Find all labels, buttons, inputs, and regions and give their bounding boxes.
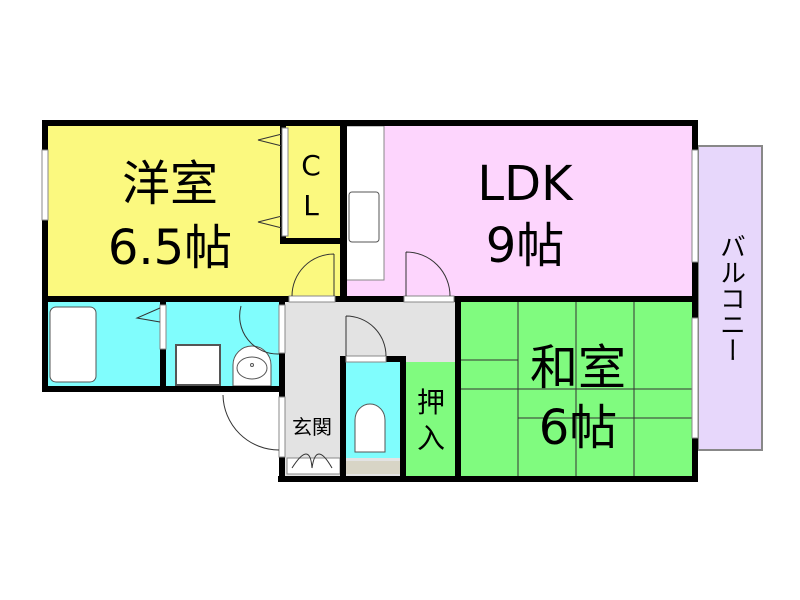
ldk-room bbox=[347, 126, 692, 296]
openings bbox=[41, 127, 699, 458]
entrance-label: 玄関 bbox=[292, 415, 332, 439]
closet-label-l: L bbox=[303, 189, 319, 222]
sink-icon bbox=[348, 191, 380, 243]
balcony-label: バルコニー bbox=[716, 233, 746, 363]
japanese-room-size: 6帖 bbox=[539, 400, 618, 456]
oshiire-label-2: 入 bbox=[417, 422, 445, 455]
ldk-name: LDK bbox=[477, 156, 574, 212]
washing-machine-icon bbox=[175, 344, 221, 386]
bathtub-icon bbox=[49, 306, 97, 383]
western-room bbox=[48, 126, 340, 296]
oshiire bbox=[403, 362, 460, 476]
western-room-size: 6.5帖 bbox=[108, 220, 232, 276]
closet-label-c: C bbox=[301, 149, 321, 182]
oshiire-label-1: 押 bbox=[417, 386, 445, 419]
toilet-icon bbox=[354, 403, 386, 453]
tatami-lines bbox=[460, 302, 692, 476]
ldk-size: 9帖 bbox=[486, 218, 565, 274]
shoe-rack bbox=[344, 461, 400, 474]
western-room-name: 洋室 bbox=[122, 156, 218, 212]
japanese-room-name: 和室 bbox=[530, 340, 626, 396]
door-swings bbox=[135, 133, 451, 469]
balcony bbox=[697, 145, 763, 451]
